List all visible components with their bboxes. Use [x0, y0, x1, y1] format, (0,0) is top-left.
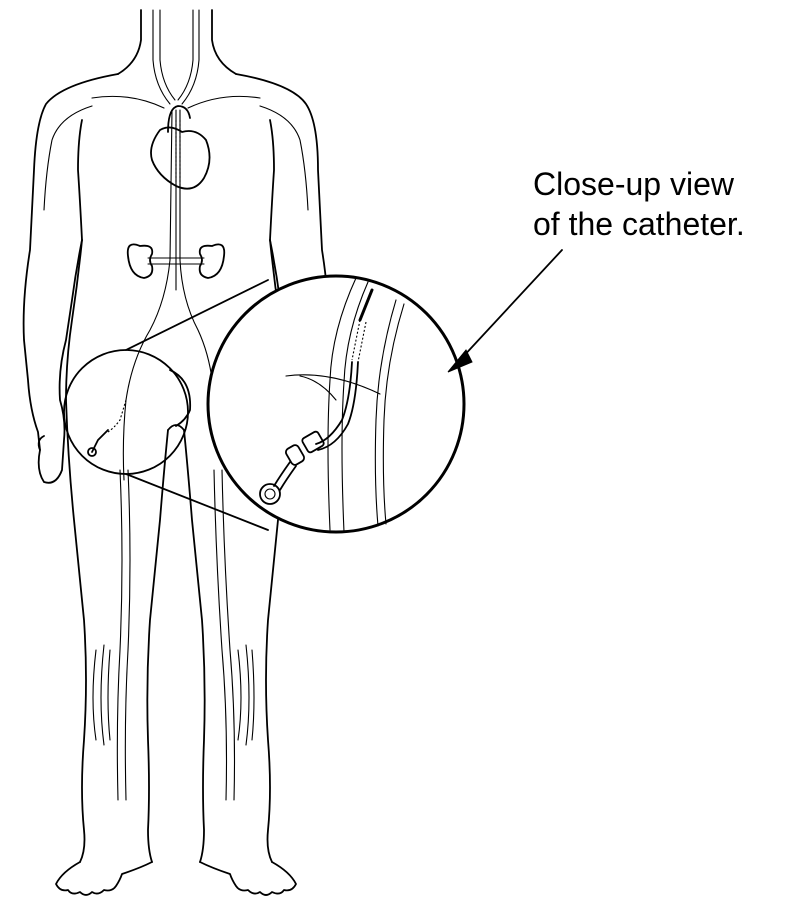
catheter-icon: [88, 400, 126, 456]
magnified-circle-icon: [208, 276, 464, 532]
thigh-circle-icon: [64, 350, 190, 474]
callout-line-2: of the catheter.: [533, 204, 745, 244]
callout-label: Close-up view of the catheter.: [533, 164, 745, 244]
arrow-pointer-icon: [448, 250, 562, 372]
callout-line-1: Close-up view: [533, 164, 745, 204]
